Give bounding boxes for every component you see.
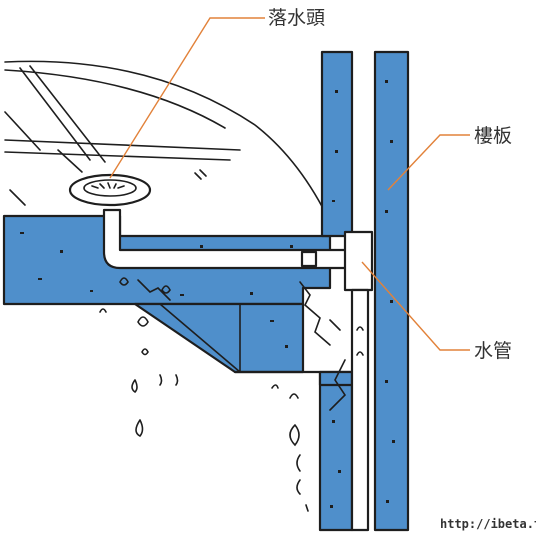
leader-lines (109, 17, 470, 351)
label-floor-slab: 樓板 (474, 125, 512, 147)
upper-wall-left (320, 50, 354, 238)
floor-slab-vertical (373, 50, 410, 532)
water-drips (99, 277, 364, 512)
concrete-texture (20, 80, 395, 508)
concrete-cracks (137, 279, 347, 411)
slab-soffit (133, 302, 305, 374)
label-floor-drain: 落水頭 (268, 7, 325, 29)
beam-joint (233, 370, 354, 387)
lower-wall (318, 370, 354, 532)
watermark-url: http://ibeta.tw (440, 517, 536, 531)
floor-drain (68, 173, 152, 207)
water-pipe (102, 208, 374, 532)
window-frame (4, 60, 331, 223)
label-water-pipe: 水管 (474, 340, 512, 362)
